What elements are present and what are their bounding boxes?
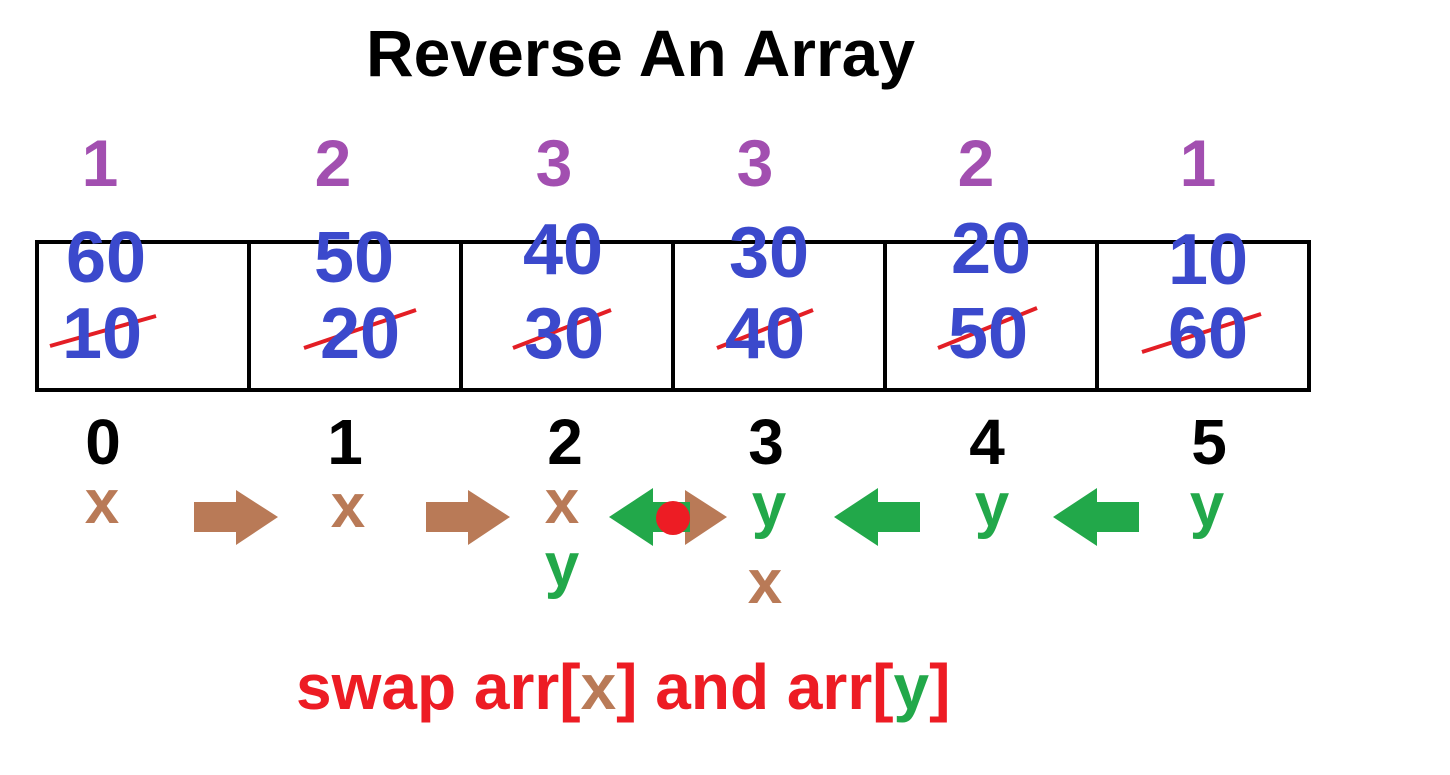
y-pointer: y [974, 471, 1010, 540]
new-value: 60 [65, 218, 147, 298]
old-value: 20 [319, 294, 401, 374]
old-value: 40 [724, 294, 806, 374]
step-number: 2 [314, 126, 352, 200]
step-number: 3 [535, 126, 573, 200]
caption-x: x [580, 651, 617, 723]
caption-suffix: ] [929, 651, 951, 723]
new-value: 20 [950, 209, 1032, 289]
y-pointer: y [544, 531, 580, 600]
midpoint-dot [656, 501, 690, 535]
old-value: 30 [523, 294, 605, 374]
new-value: 30 [728, 213, 810, 293]
diagram-title: Reverse An Array [366, 16, 916, 90]
step-number: 1 [81, 126, 119, 200]
y-arrow-left-icon [1053, 488, 1139, 546]
caption-y: y [893, 651, 930, 723]
strike-line [937, 306, 1038, 350]
old-value: 10 [61, 294, 143, 374]
new-value: 50 [313, 218, 395, 298]
y-pointer: y [1189, 471, 1225, 540]
index-label: 4 [969, 406, 1005, 478]
step-number: 1 [1179, 126, 1217, 200]
y-pointer: y [751, 471, 787, 540]
x-pointer: x [544, 468, 580, 537]
index-label: 0 [85, 406, 121, 478]
index-label: 1 [327, 406, 363, 478]
caption-prefix: swap arr[ [296, 651, 581, 723]
old-value: 60 [1167, 294, 1249, 374]
strike-line [512, 308, 612, 350]
strike-line [1141, 312, 1262, 354]
x-arrow-right-icon [194, 490, 278, 545]
step-number: 2 [957, 126, 995, 200]
x-pointer: x [747, 548, 783, 617]
step-number: 3 [736, 126, 774, 200]
x-pointer: x [84, 468, 120, 537]
caption-middle: ] and arr[ [616, 651, 894, 723]
strike-line [303, 308, 417, 350]
index-label: 5 [1191, 406, 1227, 478]
old-value: 50 [947, 294, 1029, 374]
x-pointer: x [330, 472, 366, 541]
swap-caption: swap arr[x] and arr[y] [296, 655, 950, 719]
strike-line [49, 314, 157, 348]
index-label: 2 [547, 406, 583, 478]
new-value: 40 [522, 210, 604, 290]
new-value: 10 [1167, 220, 1249, 300]
index-label: 3 [748, 406, 784, 478]
y-arrow-left-icon [834, 488, 920, 546]
strike-line [716, 308, 814, 350]
x-arrow-right-icon [426, 490, 510, 545]
